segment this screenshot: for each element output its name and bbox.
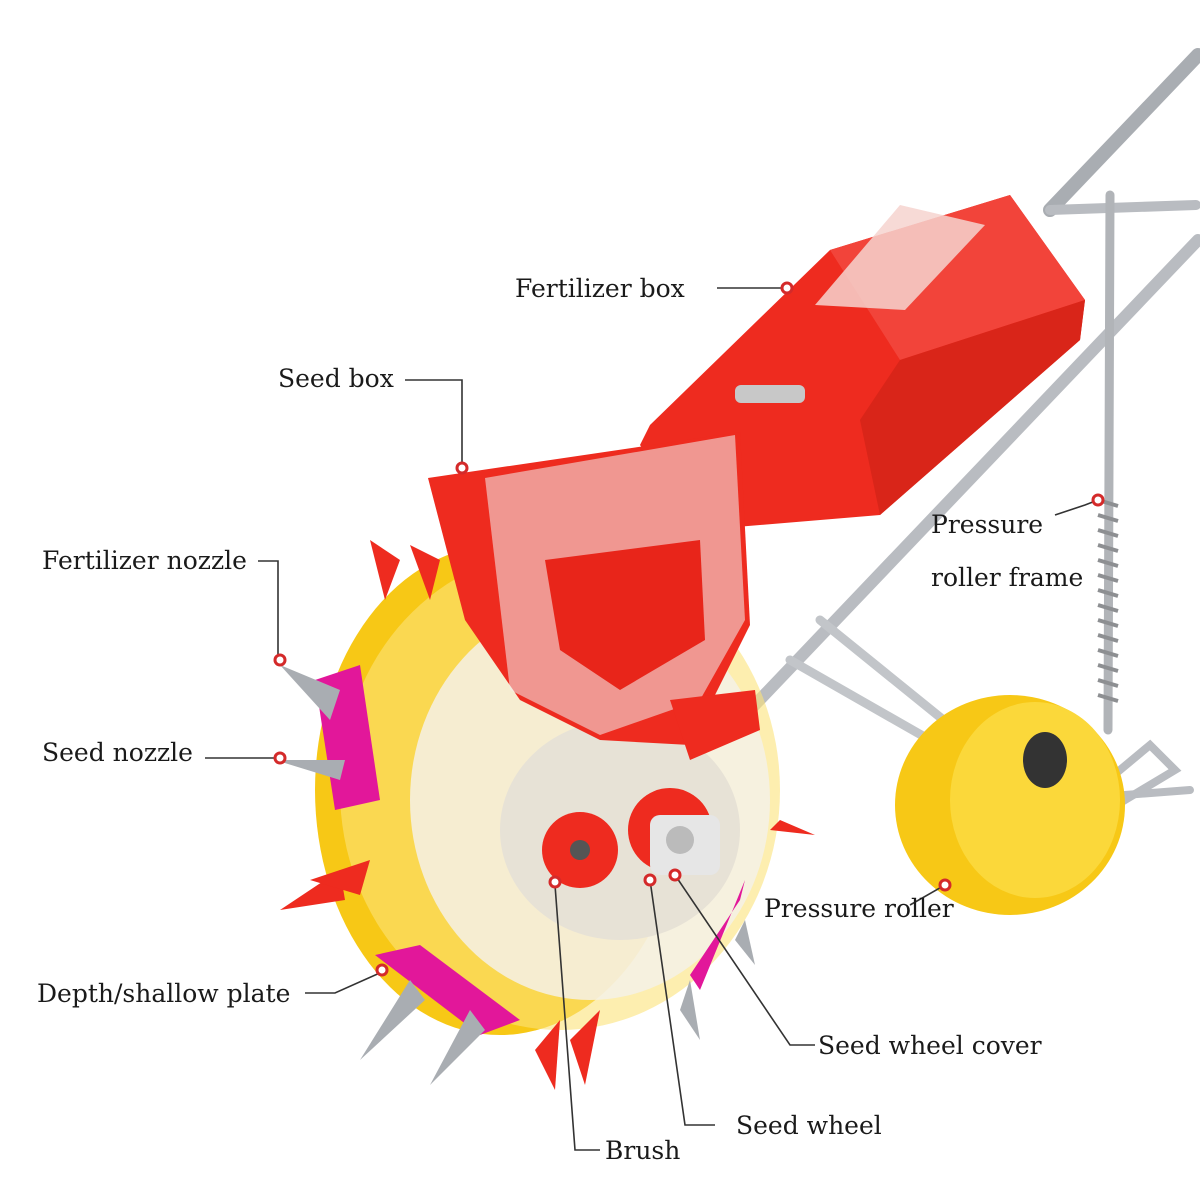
dot-depth-shallow-plate [375, 963, 389, 977]
label-pressure-roller-frame-line2: roller frame [931, 563, 1084, 592]
silver-nozzles [275, 665, 755, 1085]
fertilizer-lid-window [815, 205, 985, 310]
seed-wheel-parts [542, 788, 720, 888]
label-pressure-roller: Pressure roller [764, 894, 954, 923]
frame-crossbar [1045, 200, 1200, 215]
handle-bar-upper [1043, 48, 1200, 217]
spring [1097, 498, 1119, 703]
dot-seed-nozzle [273, 751, 287, 765]
label-seed-nozzle: Seed nozzle [42, 738, 193, 767]
frame-vertical [1103, 190, 1115, 735]
disc-spikes [280, 540, 815, 1090]
label-seed-box: Seed box [278, 364, 394, 393]
label-brush: Brush [605, 1136, 681, 1165]
leader-brush [554, 884, 600, 1151]
pressure-roller-shape [895, 695, 1125, 915]
dot-pressure-roller [938, 878, 952, 892]
label-seed-wheel-cover: Seed wheel cover [818, 1031, 1042, 1060]
label-pressure-roller-frame-line1: Pressure [931, 510, 1044, 539]
leader-depth-shallow-plate [305, 971, 383, 994]
fertilizer-latch [735, 385, 805, 403]
leader-seed-wheel-cover [674, 874, 815, 1046]
callout-lines [205, 287, 1099, 1151]
frame-strut-2 [785, 655, 935, 745]
dot-seed-wheel-cover [668, 868, 682, 882]
leader-seed-box [405, 379, 463, 465]
label-seed-wheel: Seed wheel [736, 1111, 882, 1140]
dot-pressure-roller-frame [1091, 493, 1105, 507]
frame [744, 48, 1200, 835]
leader-fertilizer-nozzle [258, 560, 279, 660]
leader-seed-wheel [649, 879, 715, 1126]
seed-box-shape [428, 432, 760, 760]
dot-seed-box [455, 461, 469, 475]
dot-fertilizer-nozzle [273, 653, 287, 667]
callout-dots [273, 281, 1105, 977]
leader-pressure-roller-frame [1054, 499, 1099, 516]
label-fertilizer-nozzle: Fertilizer nozzle [42, 546, 247, 575]
dot-brush [548, 875, 562, 889]
dot-seed-wheel [643, 873, 657, 887]
label-depth-shallow-plate: Depth/shallow plate [37, 979, 291, 1008]
leader-pressure-roller [909, 884, 946, 906]
dot-fertilizer-box [780, 281, 794, 295]
handle-bar-lower [744, 234, 1200, 716]
fertilizer-box-shape [640, 195, 1085, 530]
label-fertilizer-box: Fertilizer box [515, 274, 685, 303]
